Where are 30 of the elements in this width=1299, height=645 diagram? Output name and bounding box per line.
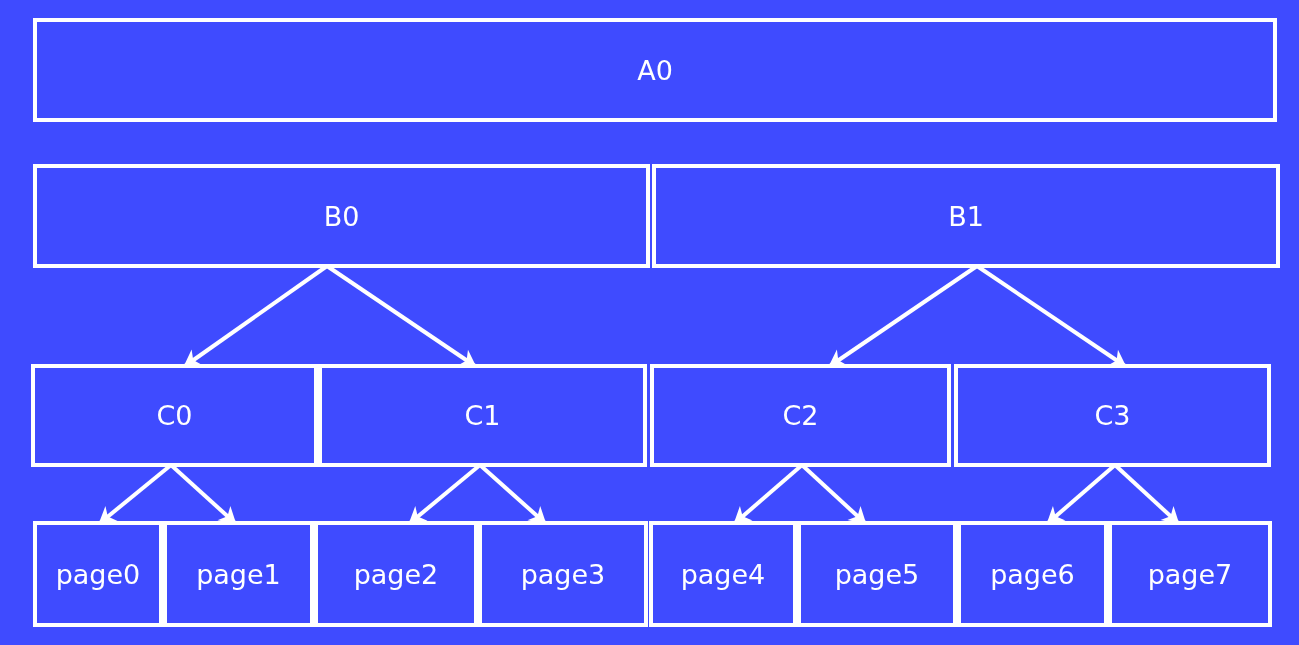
tree-node-box	[954, 364, 1271, 467]
node-label: page6	[990, 558, 1075, 590]
tree-node-box	[314, 521, 478, 627]
tree-node-box	[33, 18, 1277, 122]
node-label: C0	[156, 400, 193, 431]
tree-node-box	[957, 521, 1108, 627]
node-label: B0	[323, 200, 360, 232]
node-label: page2	[353, 558, 439, 590]
node-label: C2	[782, 400, 819, 431]
tree-node-box	[31, 364, 318, 467]
node-label: B1	[948, 200, 984, 232]
tree-node-box	[649, 521, 797, 627]
tree-node-box	[652, 164, 1280, 268]
tree-node-box	[33, 521, 163, 627]
tree-node-box	[650, 364, 951, 467]
node-label: page3	[520, 558, 606, 590]
node-label: page0	[55, 558, 141, 590]
tree-node-box	[318, 364, 647, 467]
tree-node-box	[478, 521, 648, 627]
tree-node-box	[33, 164, 650, 268]
node-label: A0	[637, 54, 673, 86]
tree-node-box	[1108, 521, 1272, 627]
node-label: C3	[1094, 400, 1131, 431]
node-label: page5	[834, 558, 920, 590]
node-label: page4	[680, 558, 766, 590]
node-label: C1	[464, 400, 501, 431]
tree-node-box	[797, 521, 957, 627]
node-label: page7	[1147, 558, 1233, 590]
node-label: page1	[196, 558, 281, 590]
tree-node-box	[163, 521, 314, 627]
